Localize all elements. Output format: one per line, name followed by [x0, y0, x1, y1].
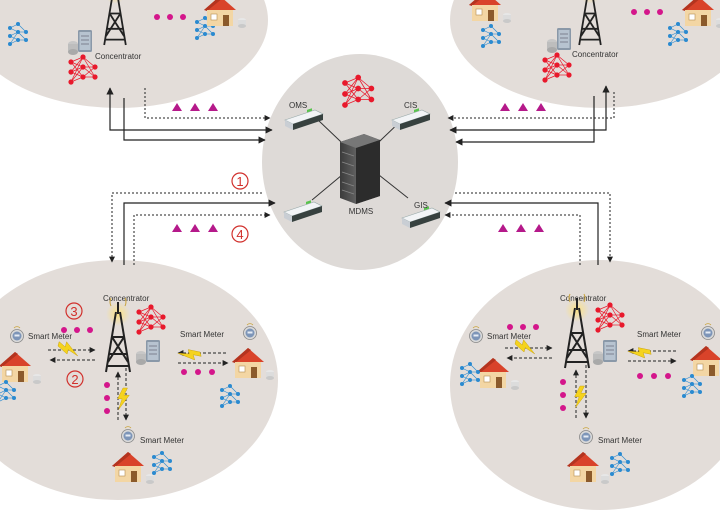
- cluster-top-right-area: [450, 0, 720, 108]
- smart-meter-label: Smart Meter: [487, 332, 531, 341]
- cluster-bottom-left-area: [0, 260, 278, 500]
- data-packets: [172, 103, 546, 232]
- svg-text:2: 2: [71, 372, 78, 387]
- concentrator-label: Concentrator: [560, 294, 607, 303]
- mdms-label: MDMS: [349, 207, 373, 216]
- uplink-top-right: [447, 85, 615, 146]
- rack-server-icon: [340, 134, 380, 204]
- gis-label: GIS: [414, 201, 428, 210]
- cluster-top-left-area: [0, 0, 268, 108]
- cis-label: CIS: [404, 101, 417, 110]
- smart-meter-label: Smart Meter: [28, 332, 72, 341]
- cluster-top-right: Concentrator: [468, 0, 720, 84]
- cluster-top-left: Concentrator: [7, 0, 247, 86]
- smart-meter-label: Smart Meter: [180, 330, 224, 339]
- smart-meter-label: Smart Meter: [637, 330, 681, 339]
- concentrator-label: Concentrator: [572, 50, 619, 59]
- step-marker-4: 4: [231, 225, 249, 243]
- cluster-bottom-right: Concentrator Smart Meter Smart Meter Sma…: [459, 293, 720, 485]
- smart-meter-label: Smart Meter: [140, 436, 184, 445]
- step-marker-2: 2: [66, 370, 84, 388]
- uplink-top-left: [106, 87, 273, 144]
- oms-label: OMS: [289, 101, 307, 110]
- concentrator-label: Concentrator: [95, 52, 142, 61]
- step-marker-1: 1: [231, 172, 249, 190]
- svg-text:1: 1: [236, 174, 243, 189]
- cluster-bottom-left: Concentrator Smart Meter Smart Meter Sma…: [0, 294, 275, 485]
- uplink-bottom-left: [109, 192, 276, 265]
- svg-text:4: 4: [236, 227, 243, 242]
- cluster-bottom-right-area: [450, 260, 720, 510]
- step-marker-3: 3: [65, 302, 83, 320]
- svg-text:3: 3: [70, 304, 77, 319]
- center-hub: MDMS OMS CIS GIS: [283, 74, 441, 229]
- uplink-bottom-right: [444, 192, 613, 265]
- smart-meter-label: Smart Meter: [598, 436, 642, 445]
- concentrator-label: Concentrator: [103, 294, 150, 303]
